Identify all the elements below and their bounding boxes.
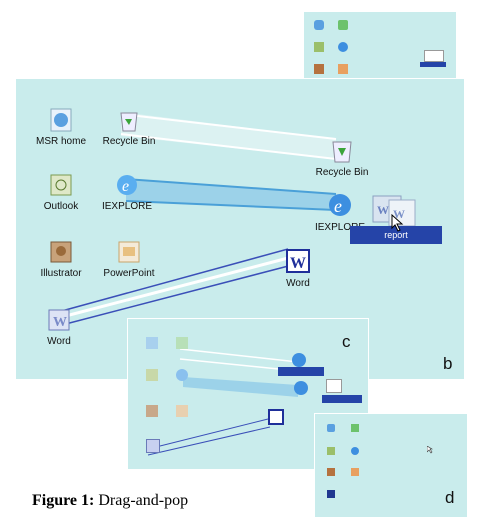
recycle-bin-icon	[292, 353, 306, 367]
svg-text:W: W	[377, 203, 389, 217]
desktop-icon-word[interactable]: W Word	[36, 307, 82, 347]
desktop-icon-label: Word	[47, 336, 71, 347]
illustrator-icon	[50, 241, 72, 263]
recycle-bin-icon	[176, 337, 188, 349]
report-drag-bar	[322, 395, 362, 403]
illustrator-icon	[327, 468, 335, 476]
recycle-bin-icon	[351, 424, 359, 432]
desktop-icon-powerpoint[interactable]: PowerPoint	[101, 239, 157, 279]
report-drag-bar	[278, 367, 324, 376]
powerpoint-icon	[351, 468, 359, 476]
tip-icon-label: IEXPLORE	[314, 222, 366, 233]
msr-home-icon	[146, 337, 158, 349]
tip-icon-recycle-bin[interactable]: Recycle Bin	[312, 136, 372, 178]
word-icon	[327, 490, 335, 498]
tip-icon-label: Word	[286, 278, 310, 289]
panel-c: c	[127, 318, 369, 470]
iexplore-icon	[176, 369, 188, 381]
svg-text:W: W	[53, 315, 67, 330]
desktop-icon-msr-home[interactable]: MSR home	[36, 107, 86, 147]
tip-icon-word[interactable]: W Word	[278, 247, 318, 289]
word-icon: W	[48, 309, 70, 331]
desktop-icon-label: IEXPLORE	[101, 201, 153, 212]
mouse-cursor-icon	[391, 214, 404, 232]
svg-text:W: W	[393, 207, 405, 221]
panel-letter-c: c	[342, 332, 351, 351]
desktop-icon-iexplore[interactable]: e IEXPLORE	[101, 172, 153, 212]
msr-home-icon	[327, 424, 335, 432]
desktop-icon-label: Recycle Bin	[102, 136, 156, 147]
mouse-cursor-icon	[427, 446, 433, 454]
figure-caption-label: Figure 1:	[32, 492, 95, 509]
iexplore-icon: e	[117, 175, 137, 195]
rubber-band-lines	[57, 112, 337, 327]
panel-letter-d: d	[445, 488, 455, 507]
desktop-icon-label: Outlook	[43, 201, 79, 212]
figure-caption: Figure 1: Drag-and-pop	[32, 492, 188, 510]
recycle-bin-icon	[332, 141, 352, 163]
desktop-icon-label: MSR home	[36, 136, 87, 147]
desktop-icon-illustrator[interactable]: Illustrator	[36, 239, 86, 279]
outlook-icon	[146, 369, 158, 381]
msr-home-icon	[314, 20, 324, 30]
outlook-icon	[314, 42, 324, 52]
tip-icon-label: Recycle Bin	[315, 167, 369, 178]
recycle-bin-icon	[338, 20, 348, 30]
tip-icon-iexplore[interactable]: e IEXPLORE	[314, 191, 366, 233]
iexplore-icon: e	[329, 194, 351, 216]
panel-letter-b: b	[443, 354, 453, 373]
iexplore-icon	[351, 447, 359, 455]
report-drag-label: report	[350, 226, 442, 244]
word-icon: W	[286, 249, 310, 273]
desktop-icon-label: PowerPoint	[103, 268, 155, 279]
word-icon	[146, 439, 160, 453]
svg-text:e: e	[122, 178, 129, 195]
iexplore-icon	[294, 381, 308, 395]
desktop-icon-outlook[interactable]: Outlook	[36, 172, 86, 212]
powerpoint-icon	[338, 64, 348, 74]
illustrator-icon	[314, 64, 324, 74]
illustrator-icon	[146, 405, 158, 417]
powerpoint-icon	[176, 405, 188, 417]
outlook-icon	[327, 447, 335, 455]
desktop-icon-label: Illustrator	[40, 268, 82, 279]
figure-caption-text: Drag-and-pop	[94, 492, 189, 509]
report-drag-bar	[420, 62, 446, 67]
msr-home-icon	[50, 108, 72, 132]
word-icon	[268, 409, 284, 425]
iexplore-icon	[338, 42, 348, 52]
desktop-icon-recycle-bin[interactable]: Recycle Bin	[101, 107, 157, 147]
powerpoint-icon	[118, 241, 140, 263]
svg-text:W: W	[290, 255, 306, 272]
svg-text:e: e	[334, 196, 342, 216]
report-file-icon[interactable]	[424, 50, 444, 62]
outlook-icon	[50, 174, 72, 196]
recycle-bin-icon	[120, 112, 138, 132]
report-file-icon[interactable]	[326, 379, 342, 393]
panel-d: d	[314, 413, 468, 518]
